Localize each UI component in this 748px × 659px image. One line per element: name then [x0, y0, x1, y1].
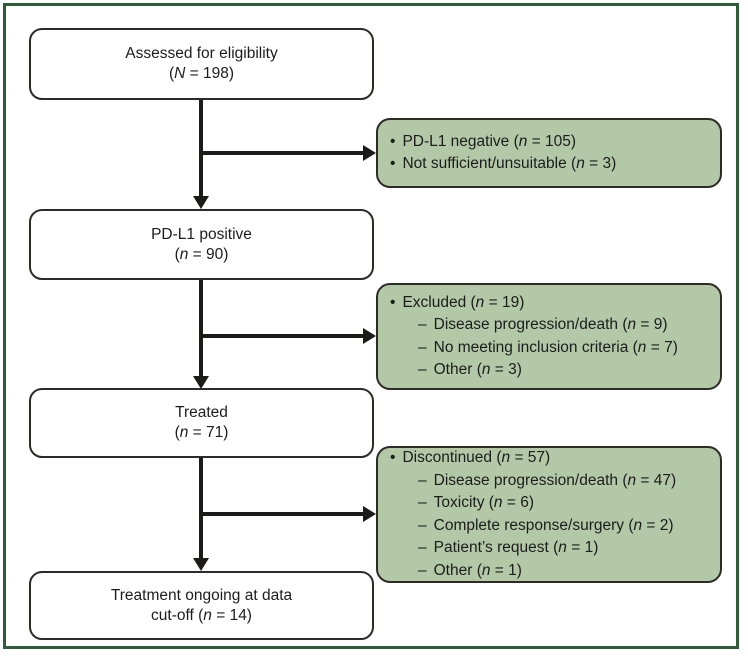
flow-box-assessed: Assessed for eligibility (N = 198): [29, 28, 374, 100]
sub-item: –Disease progression/death (n = 47): [378, 470, 714, 493]
sub-item: –Other (n = 3): [378, 359, 714, 382]
sub-item: –Complete response/surgery (n = 2): [378, 515, 714, 538]
dash-marker: –: [418, 471, 427, 489]
bullet-item: •Not sufficient/unsuitable (n = 3): [378, 153, 714, 176]
connector-line-3: [199, 458, 203, 558]
arrow-down-icon-2: [193, 376, 209, 389]
branch-line-2: [199, 334, 363, 338]
flow-box-treatment-ongoing: Treatment ongoing at data cut-off (n = 14…: [29, 571, 374, 640]
arrow-right-icon-3: [363, 506, 376, 522]
side-box-discontinued: •Discontinued (n = 57)–Disease progressi…: [376, 446, 722, 583]
dash-marker: –: [418, 494, 427, 511]
bullet-marker: •: [390, 293, 396, 311]
flow-box-line: cut-off (n = 14): [151, 606, 252, 624]
sub-item: –Other (n = 1): [378, 560, 714, 583]
dash-marker: –: [418, 361, 427, 378]
bullet-item: •PD-L1 negative (n = 105): [378, 131, 714, 154]
flow-box-line: (n = 90): [174, 245, 229, 263]
dash-marker: –: [418, 316, 427, 333]
sub-item: –Patient’s request (n = 1): [378, 537, 714, 560]
dash-marker: –: [418, 338, 427, 356]
flow-box-line: PD-L1 positive: [151, 225, 252, 243]
side-box-screening-exclusions: •PD-L1 negative (n = 105)•Not sufficient…: [376, 118, 722, 188]
branch-line-1: [199, 151, 363, 155]
flow-box-line: (N = 198): [168, 65, 235, 82]
flow-box-line: Treatment ongoing at data: [110, 586, 293, 604]
arrow-down-icon-1: [193, 196, 209, 209]
sub-item: –No meeting inclusion criteria (n = 7): [378, 337, 714, 360]
arrow-down-icon-3: [193, 558, 209, 571]
bullet-marker: •: [390, 155, 396, 172]
branch-line-3: [199, 512, 363, 516]
flow-box-line: Assessed for eligibility: [125, 45, 278, 62]
sub-item: –Disease progression/death (n = 9): [378, 314, 714, 337]
side-box-excluded: •Excluded (n = 19)–Disease progression/d…: [376, 283, 722, 390]
connector-line-2: [199, 280, 203, 376]
bullet-item: •Discontinued (n = 57): [378, 447, 714, 470]
arrow-right-icon-1: [363, 145, 376, 161]
bullet-item: •Excluded (n = 19): [378, 292, 714, 315]
flow-box-treated: Treated (n = 71): [29, 388, 374, 458]
flow-box-line: Treated: [175, 404, 228, 421]
connector-line-1: [199, 100, 203, 196]
bullet-marker: •: [390, 132, 396, 150]
flow-box-line: (n = 71): [174, 424, 229, 441]
bullet-marker: •: [390, 449, 396, 466]
dash-marker: –: [418, 561, 427, 579]
dash-marker: –: [418, 516, 427, 534]
arrow-right-icon-2: [363, 328, 376, 344]
dash-marker: –: [418, 539, 427, 556]
flow-box-pdl1-positive: PD-L1 positive (n = 90): [29, 209, 374, 280]
sub-item: –Toxicity (n = 6): [378, 492, 714, 515]
